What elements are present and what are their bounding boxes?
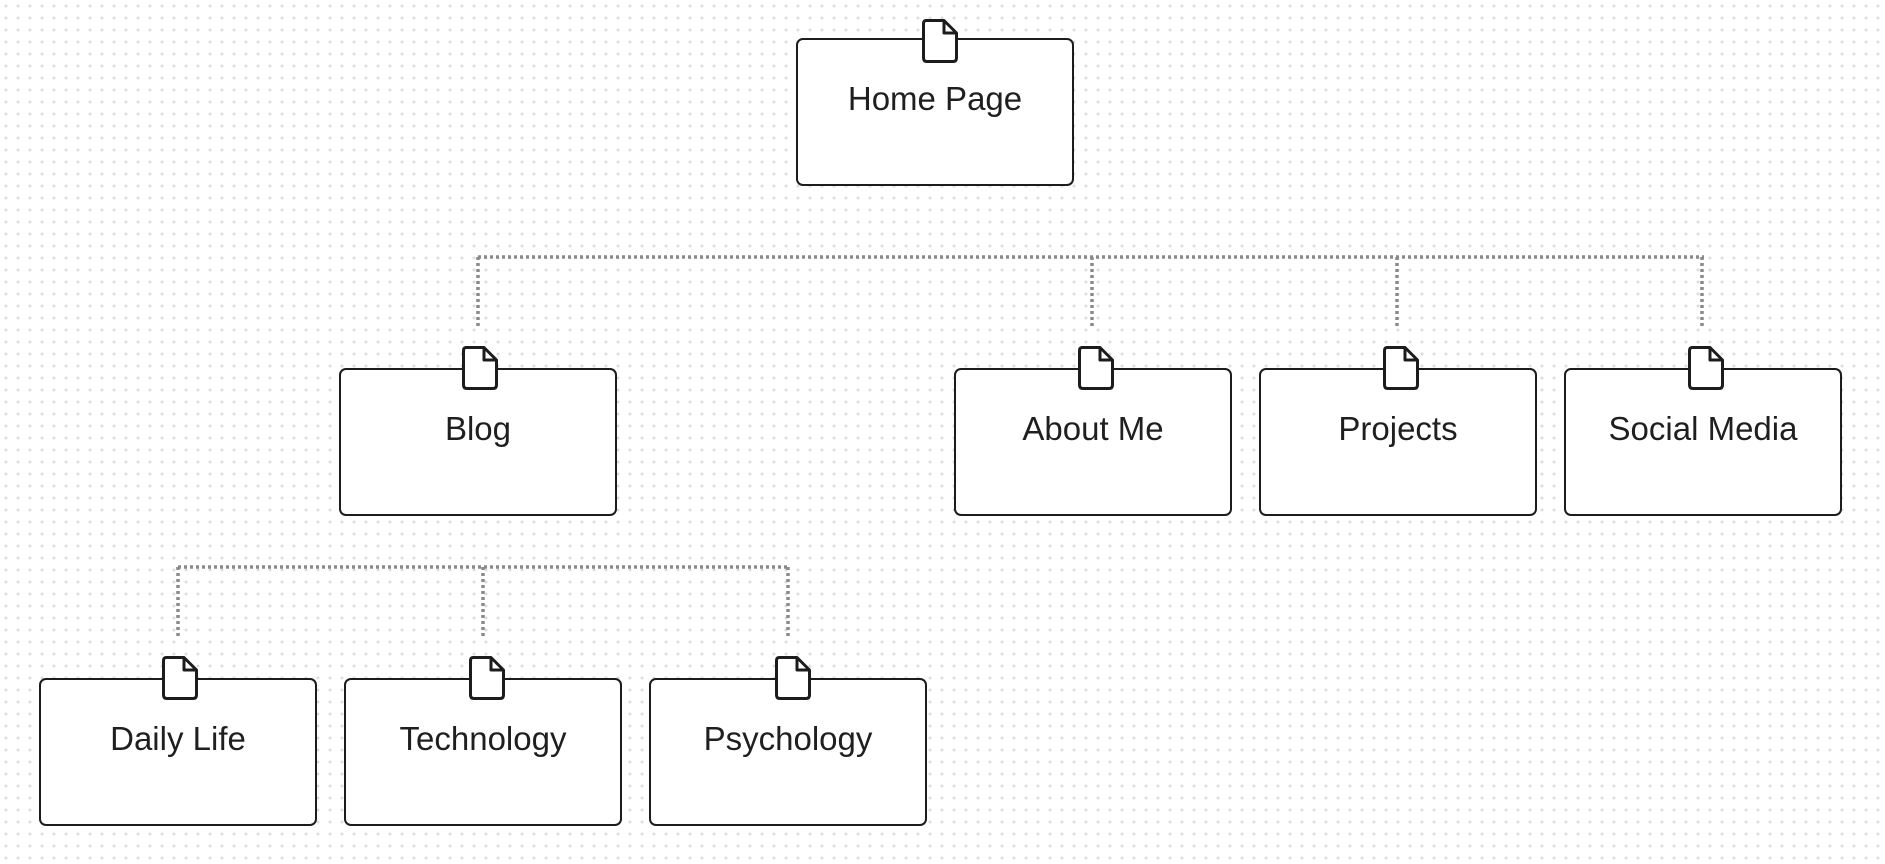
node-label: About Me — [1022, 410, 1164, 447]
node-blog[interactable]: Blog — [339, 346, 617, 516]
node-label: Social Media — [1608, 410, 1798, 447]
node-about-me[interactable]: About Me — [954, 346, 1232, 516]
node-label: Daily Life — [110, 720, 246, 757]
node-technology[interactable]: Technology — [344, 656, 622, 826]
node-label: Psychology — [703, 720, 873, 757]
page-icon — [1688, 346, 1724, 390]
node-projects[interactable]: Projects — [1259, 346, 1537, 516]
node-label: Technology — [399, 720, 567, 757]
node-psychology[interactable]: Psychology — [649, 656, 927, 826]
node-label: Projects — [1338, 410, 1458, 447]
page-icon — [922, 19, 958, 63]
node-daily-life[interactable]: Daily Life — [39, 656, 317, 826]
node-label: Blog — [444, 410, 512, 447]
node-label: Home Page — [847, 80, 1023, 117]
page-icon — [162, 656, 198, 700]
page-icon — [1078, 346, 1114, 390]
page-icon — [1383, 346, 1419, 390]
page-icon — [775, 656, 811, 700]
node-home-page[interactable]: Home Page — [796, 19, 1074, 186]
page-icon — [462, 346, 498, 390]
page-icon — [469, 656, 505, 700]
node-social-media[interactable]: Social Media — [1564, 346, 1842, 516]
